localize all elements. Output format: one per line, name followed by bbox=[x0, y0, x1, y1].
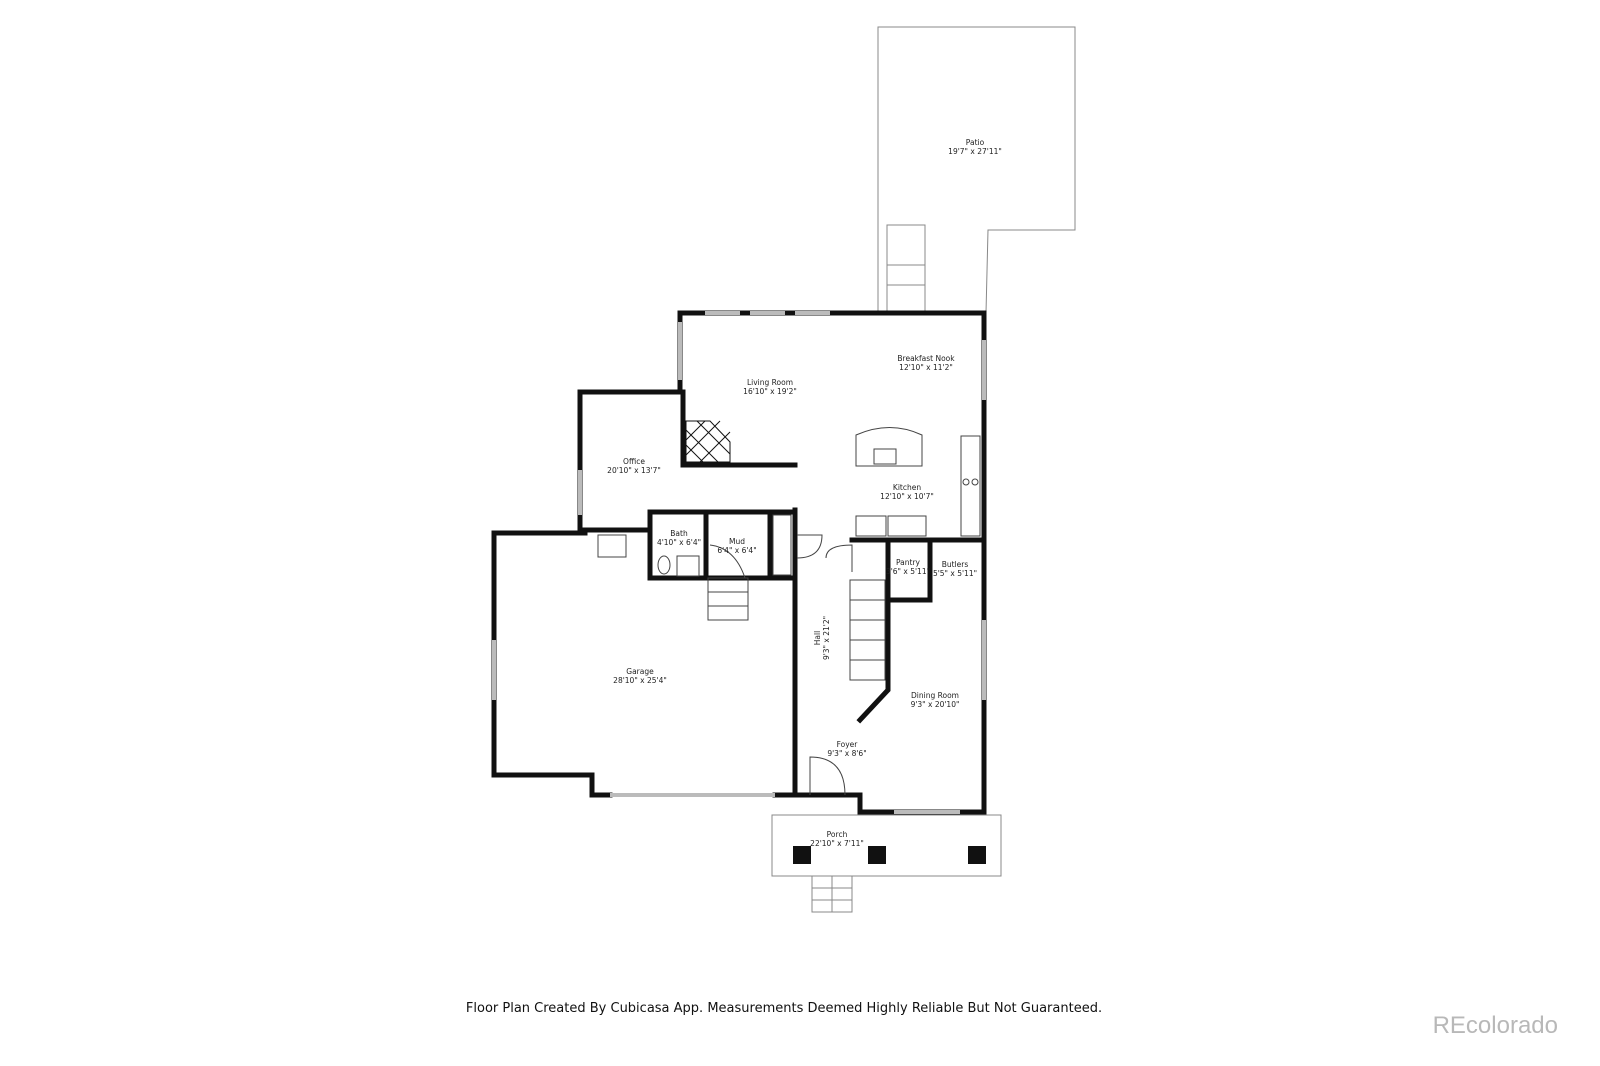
room-name: Patio bbox=[965, 138, 985, 147]
room-name: Garage bbox=[626, 667, 654, 676]
room-name: Dining Room bbox=[911, 691, 959, 700]
room-name: Breakfast Nook bbox=[897, 354, 955, 363]
room-size: 20'10" x 13'7" bbox=[607, 466, 661, 475]
room-name: Office bbox=[623, 457, 645, 466]
room-name: Butlers bbox=[941, 560, 969, 569]
room-name: Pantry bbox=[896, 558, 920, 567]
brand-watermark: REcolorado bbox=[1432, 1012, 1558, 1039]
room-size: 12'10" x 11'2" bbox=[899, 363, 953, 372]
room-name: Kitchen bbox=[892, 483, 922, 492]
room-name: Hall bbox=[813, 630, 822, 646]
fireplace bbox=[685, 420, 731, 463]
room-size: 9'3" x 8'6" bbox=[827, 749, 867, 758]
room-size: 5'5" x 5'11" bbox=[932, 569, 978, 578]
room-size: 3'6" x 5'11" bbox=[885, 567, 931, 576]
porch-outline bbox=[771, 814, 1002, 913]
room-size: 22'10" x 7'11" bbox=[810, 839, 864, 848]
room-size: 19'7" x 27'11" bbox=[948, 147, 1002, 156]
room-size: 9'3" x 21'2" bbox=[822, 615, 831, 661]
room-name: Foyer bbox=[836, 740, 858, 749]
room-name: Mud bbox=[728, 537, 745, 546]
room-name: Porch bbox=[826, 830, 848, 839]
patio-outline bbox=[877, 26, 1076, 314]
room-size: 6'4" x 6'4" bbox=[717, 546, 757, 555]
room-size: 9'3" x 20'10" bbox=[910, 700, 960, 709]
room-name: Living Room bbox=[746, 378, 794, 387]
room-size: 28'10" x 25'4" bbox=[613, 676, 667, 685]
fixtures bbox=[597, 427, 981, 796]
room-size: 4'10" x 6'4" bbox=[656, 538, 702, 547]
room-name: Bath bbox=[670, 529, 688, 538]
disclaimer-footer: Floor Plan Created By Cubicasa App. Meas… bbox=[465, 1001, 1103, 1016]
windows bbox=[492, 311, 986, 814]
porch-posts bbox=[793, 846, 986, 864]
room-size: 12'10" x 10'7" bbox=[880, 492, 934, 501]
room-size: 16'10" x 19'2" bbox=[743, 387, 797, 396]
